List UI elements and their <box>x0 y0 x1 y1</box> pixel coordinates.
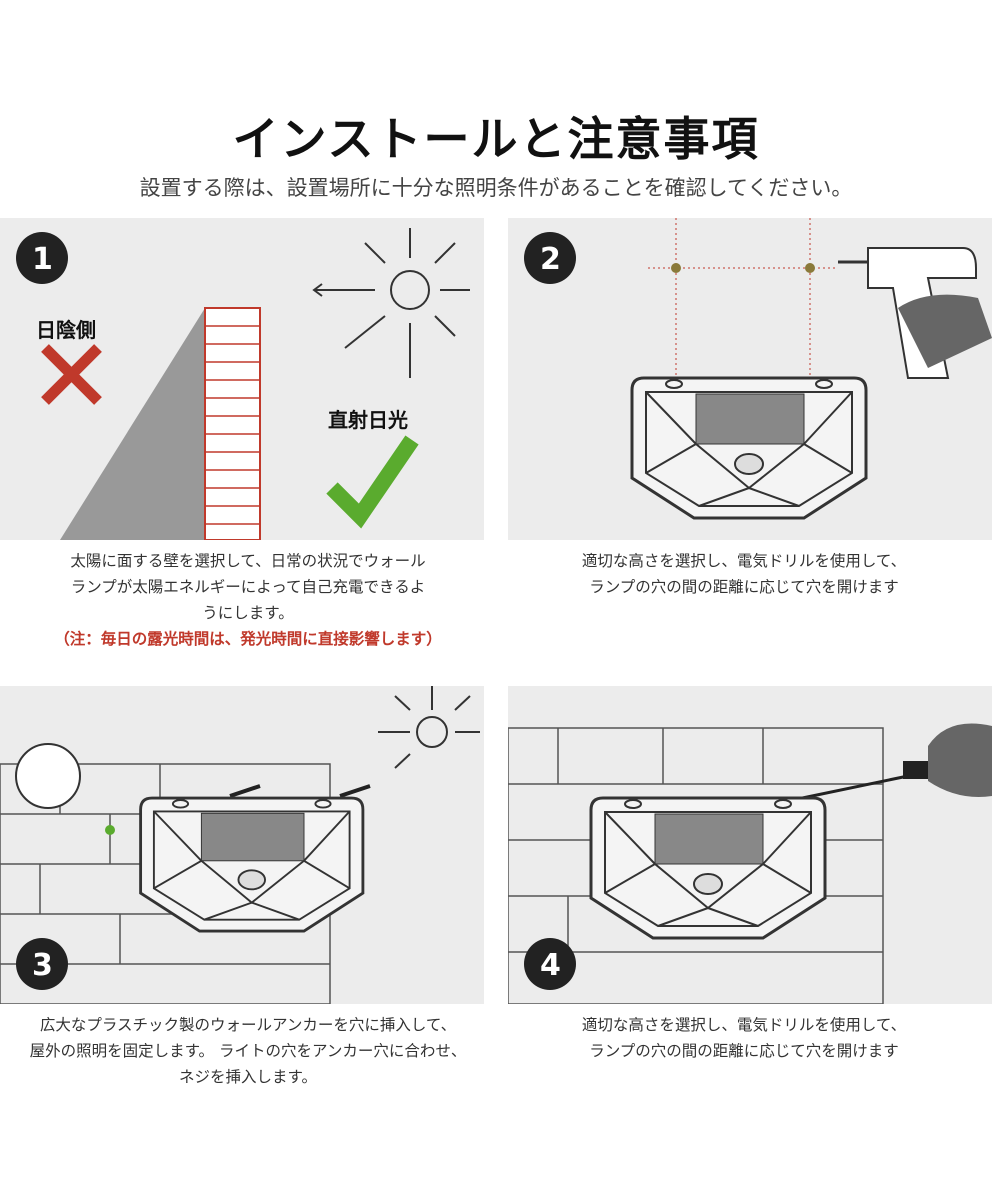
step-number: 2 <box>540 242 561 277</box>
sun-icon <box>312 228 470 378</box>
drill-diagram <box>524 218 992 520</box>
sunlight-label: 直射日光 <box>328 408 408 432</box>
step-3-caption: 広大なプラスチック製のウォールアンカーを穴に挿入して、 屋外の照明を固定します。… <box>29 1016 467 1086</box>
page-title: インストールと注意事項 <box>232 112 760 166</box>
drill-icon <box>838 247 992 379</box>
step-1-caption: 太陽に面する壁を選択して、日常の状況でウォール ランプが太陽エネルギーによって自… <box>0 548 496 652</box>
step-4-caption: 適切な高さを選択し、電気ドリルを使用して、 ランプの穴の間の距離に応じて穴を開け… <box>581 1016 907 1060</box>
step-number: 1 <box>32 242 53 277</box>
anchor-zoom <box>15 743 81 809</box>
sun-wall-diagram <box>16 228 470 540</box>
sun-icon <box>378 686 480 769</box>
anchor-diagram <box>0 686 480 1004</box>
step-1-illustration: 1 日陰側 直射日光 <box>0 218 484 540</box>
step-3-illustration: 3 <box>0 686 484 1004</box>
check-icon <box>326 435 419 529</box>
step-2-caption: 適切な高さを選択し、電気ドリルを使用して、 ランプの穴の間の距離に応じて穴を開け… <box>581 552 907 596</box>
page-subtitle: 設置する際は、設置場所に十分な照明条件があることを確認してください。 <box>139 176 853 200</box>
screwdriver-diagram <box>508 723 992 1004</box>
screwdriver-icon <box>787 723 992 803</box>
step-number: 4 <box>540 948 561 983</box>
cross-icon <box>41 344 102 405</box>
brick-wall <box>204 307 261 540</box>
shade-label: 日陰側 <box>36 318 96 342</box>
step-2-illustration: 2 <box>508 218 992 540</box>
step-4-illustration: 4 <box>508 686 992 1004</box>
step-number: 3 <box>32 948 53 983</box>
exposure-note: （注：毎日の露光時間は、発光時間に直接影響します） <box>54 630 442 648</box>
